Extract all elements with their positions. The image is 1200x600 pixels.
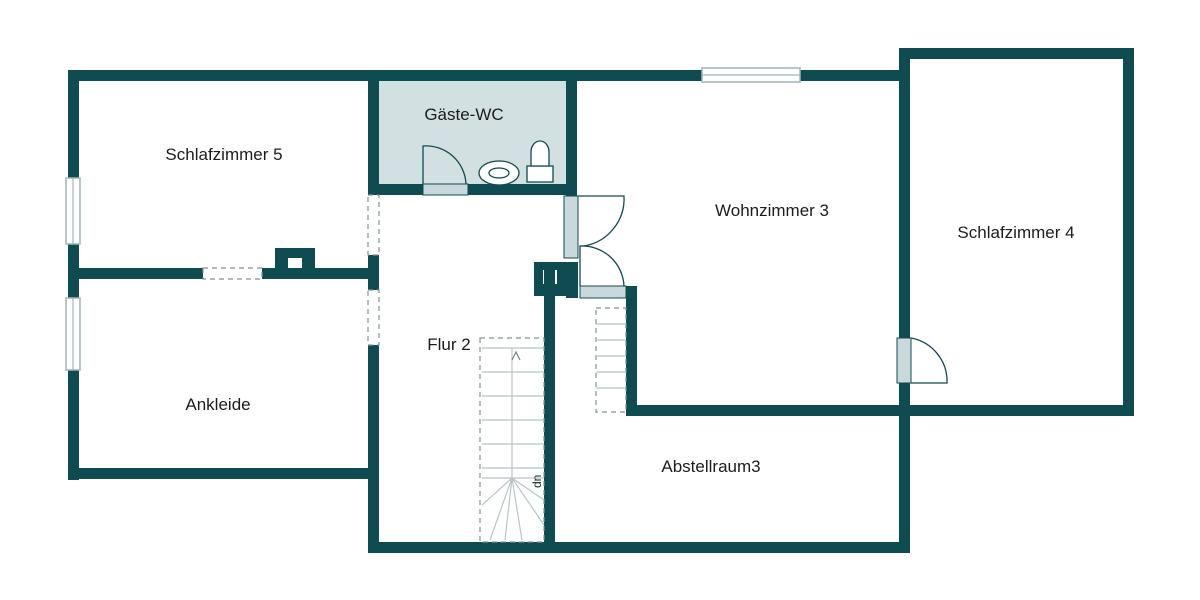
toilet-icon <box>526 165 554 183</box>
wohnzimmer-door-upper <box>563 195 579 259</box>
room-label-wohnzimmer3: Wohnzimmer 3 <box>715 201 829 220</box>
room-label-schlafzimmer4: Schlafzimmer 4 <box>957 223 1074 242</box>
room-label-schlafzimmer5: Schlafzimmer 5 <box>165 145 282 164</box>
stairs-storage <box>595 307 627 413</box>
room-label-abstellraum3: Abstellraum3 <box>661 457 760 476</box>
walls <box>68 48 1134 553</box>
wc-door <box>422 183 469 196</box>
schlafzimmer4-door <box>896 337 912 384</box>
stairs: dn <box>479 337 545 543</box>
windows <box>65 67 801 371</box>
room-label-gaeste-wc: Gäste-WC <box>424 105 503 124</box>
openings <box>202 194 380 346</box>
room-label-ankleide: Ankleide <box>185 395 250 414</box>
doors <box>422 145 948 384</box>
wohnzimmer-door-lower <box>579 285 627 299</box>
room-label-flur2: Flur 2 <box>427 335 470 354</box>
stairs-direction-label: dn <box>530 475 544 488</box>
wc-fixtures <box>478 140 554 186</box>
